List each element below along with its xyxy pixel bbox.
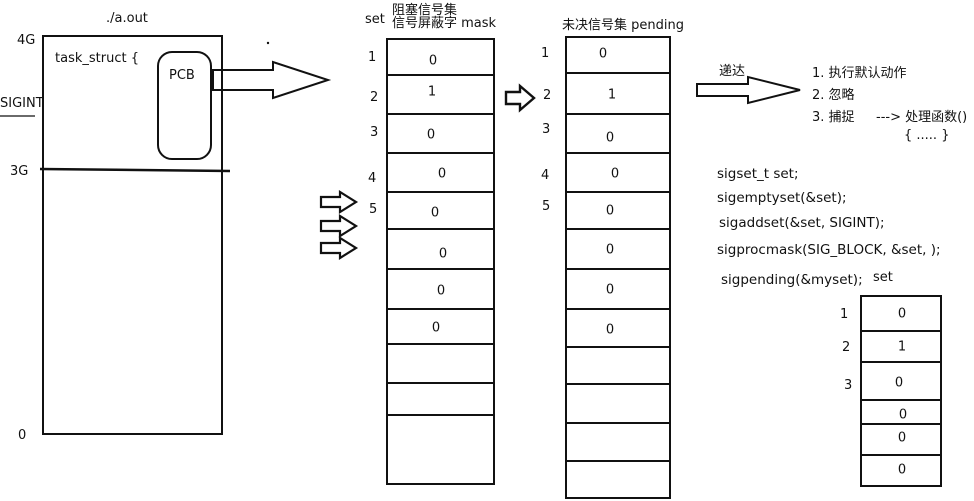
- signal-arrow-4: [319, 190, 359, 214]
- label-4g: 4G: [17, 33, 36, 48]
- kernel-boundary-line: [39, 167, 231, 173]
- signal-arrow-6: [319, 236, 359, 260]
- mask-cell-value: 0: [437, 166, 447, 182]
- pending-table-grid: [565, 36, 671, 499]
- delivery-option: 1. 执行默认动作: [812, 66, 907, 81]
- mask-cell-value: 0: [431, 320, 441, 336]
- mask-header-line2: 信号屏蔽字 mask: [392, 16, 497, 31]
- myset-cell-value: 1: [897, 339, 907, 355]
- mask-cell-value: 0: [426, 127, 436, 143]
- pending-row-number: 4: [541, 168, 550, 183]
- mask-cell-value: 0: [428, 53, 438, 69]
- pcb-to-mask-arrow: [212, 60, 332, 100]
- mask-row-number: 3: [370, 125, 379, 140]
- mask-row-number: 1: [368, 50, 377, 65]
- mask-table-grid: [386, 38, 495, 485]
- pending-cell-value: 0: [605, 282, 615, 298]
- pending-cell-value: 0: [605, 130, 615, 146]
- delivery-label: 递达: [719, 64, 746, 79]
- code-line: sigprocmask(SIG_BLOCK, &set, );: [717, 242, 941, 258]
- mask-row-number: 2: [370, 90, 379, 105]
- memory-title: ./a.out: [106, 11, 148, 26]
- myset-cell-value: 0: [897, 306, 907, 322]
- pending-cell-value: 0: [605, 322, 615, 338]
- myset-row-number: 3: [844, 378, 853, 393]
- delivery-option: 2. 忽略: [812, 88, 855, 103]
- handler-body-text: { ..... }: [904, 128, 950, 143]
- mask-cell-value: 0: [430, 205, 440, 221]
- code-line: sigpending(&myset);: [721, 272, 863, 288]
- delivery-option: 3. 捕捉: [812, 110, 855, 125]
- pcb-box: [157, 51, 212, 160]
- code-line: sigaddset(&set, SIGINT);: [719, 215, 885, 231]
- label-3g: 3G: [10, 164, 29, 179]
- myset-cell-value: 0: [898, 407, 908, 423]
- myset-row-number: 2: [842, 340, 851, 355]
- pcb-label: PCB: [169, 68, 195, 83]
- label-0: 0: [18, 428, 27, 443]
- myset-cell-value: 0: [897, 430, 907, 446]
- pending-row-number: 5: [542, 199, 551, 214]
- pending-row-number: 2: [543, 88, 552, 103]
- mask-to-pending-arrow: [504, 83, 536, 113]
- mask-row-number: 4: [368, 171, 377, 186]
- mask-cell-value: 0: [438, 246, 448, 262]
- pending-row-number: 3: [542, 122, 551, 137]
- handler-arrow-text: ---> 处理函数(): [876, 110, 968, 125]
- myset-cell-value: 0: [897, 462, 907, 478]
- code-line: sigset_t set;: [717, 166, 799, 182]
- mask-cell-value: 0: [436, 283, 446, 299]
- task-struct-label: task_struct {: [55, 51, 139, 66]
- myset-table-grid: [860, 295, 942, 487]
- process-memory-box: [42, 35, 223, 435]
- pending-row-number: 1: [541, 46, 550, 61]
- pending-cell-value: 0: [605, 242, 615, 258]
- pending-cell-value: 0: [605, 203, 615, 219]
- stray-dot: [266, 41, 270, 45]
- myset-row-number: 1: [840, 307, 849, 322]
- sigint-label: SIGINT: [0, 96, 44, 111]
- myset-header: set: [873, 270, 893, 285]
- pending-cell-value: 0: [598, 46, 608, 62]
- delivery-arrow: [696, 75, 801, 105]
- mask-row-number: 5: [369, 202, 378, 217]
- pending-cell-value: 1: [607, 87, 617, 103]
- mask-cell-value: 1: [427, 84, 437, 100]
- mask-header-set: set: [365, 12, 385, 27]
- pending-cell-value: 0: [610, 166, 620, 182]
- code-line: sigemptyset(&set);: [717, 190, 847, 206]
- myset-cell-value: 0: [894, 375, 904, 391]
- pending-header: 未决信号集 pending: [562, 18, 684, 33]
- mask-header-line1: 阻塞信号集: [392, 3, 458, 18]
- signal-arrow-5: [319, 214, 359, 238]
